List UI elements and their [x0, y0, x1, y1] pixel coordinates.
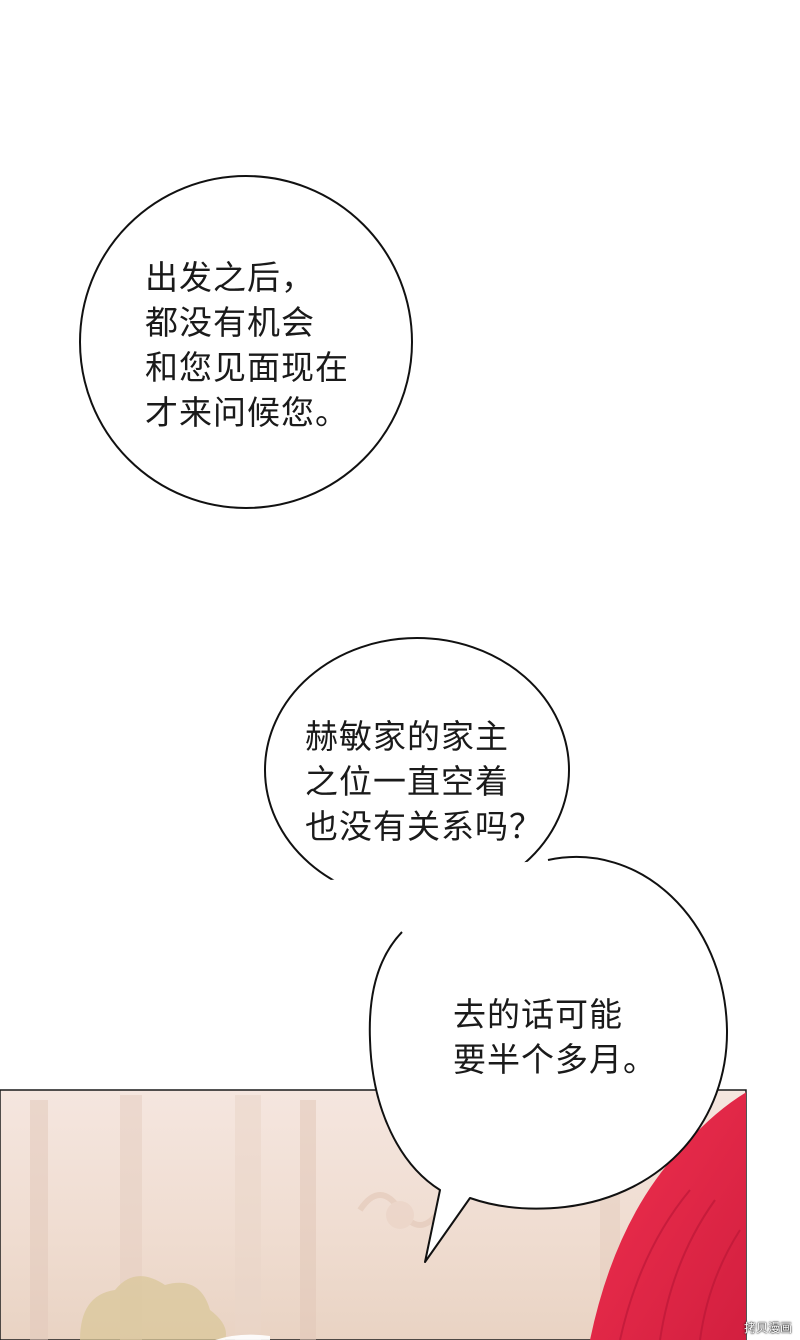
bubble-1-line: 才来问候您。: [145, 393, 349, 432]
bubble-1-line: 出发之后，: [145, 258, 315, 297]
bubble-3-line: 要半个多月。: [453, 1040, 657, 1079]
watermark: 拷贝漫画: [743, 1321, 792, 1335]
bubble-2-line: 赫敏家的家主: [305, 717, 509, 756]
bubble-2-line: 之位一直空着: [305, 762, 509, 801]
bubble-1-line: 和您见面现在: [145, 348, 349, 387]
bubble-2-line: 也没有关系吗？: [305, 807, 543, 846]
bubble-1-text: 出发之后， 都没有机会 和您见面现在 才来问候您。: [145, 255, 349, 435]
bubble-2-text: 赫敏家的家主 之位一直空着 也没有关系吗？: [305, 714, 543, 849]
bubble-3-line: 去的话可能: [453, 995, 623, 1034]
speech-bubble-3: [305, 855, 729, 1263]
bubble-3-text: 去的话可能 要半个多月。: [453, 992, 657, 1082]
bubble-1-line: 都没有机会: [145, 303, 315, 342]
speech-bubble-1: [79, 175, 413, 509]
